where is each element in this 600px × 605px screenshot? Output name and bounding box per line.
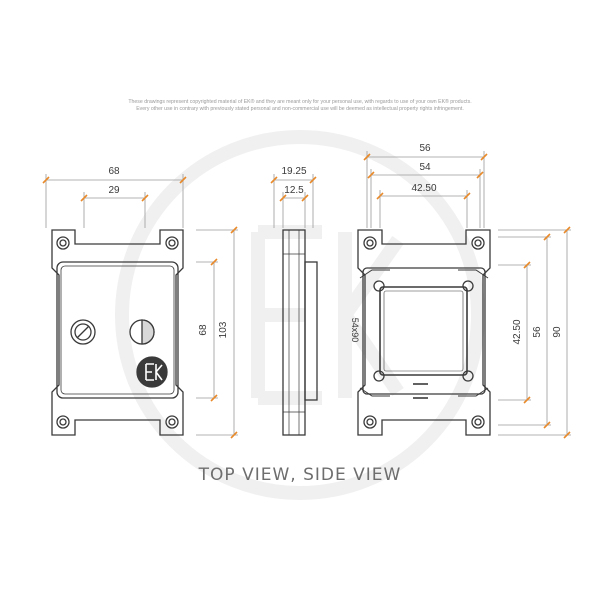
- bottom-view-mount-holes: [363, 236, 485, 429]
- dimension-ticks: [42, 153, 571, 439]
- top-view-mount-holes: [56, 236, 179, 429]
- copyright-line-2: Every other use in contrary with previou…: [136, 106, 464, 112]
- top-view: [51, 229, 184, 436]
- copyright-notice: These drawings represent copyrighted mat…: [60, 99, 540, 113]
- bottom-view-size-label: 54x90: [350, 318, 360, 343]
- dim-top-width-outer: 68: [108, 166, 120, 177]
- bottom-view: [357, 229, 491, 436]
- top-view-plate: [56, 261, 179, 399]
- dim-top-height-outer: 103: [218, 321, 229, 338]
- dim-bottom-height-mid: 56: [532, 326, 543, 338]
- dim-side-width-outer: 19.25: [281, 166, 306, 177]
- side-view: [282, 229, 318, 436]
- cold-plate: [379, 286, 468, 376]
- dimension-labels: 68 29 68 103 19.25 12.5 56 54 42.50 42.5…: [108, 143, 563, 345]
- dim-bottom-width-outer: 56: [419, 143, 431, 154]
- bottom-view-frame: [362, 267, 486, 395]
- ek-watermark-logo: [115, 130, 485, 500]
- inlet-port: [70, 319, 96, 345]
- dim-bottom-height-inner: 42.50: [512, 319, 523, 344]
- outlet-port: [129, 319, 155, 345]
- ek-badge-icon: [136, 356, 168, 388]
- dim-bottom-width-mid: 54: [419, 162, 431, 173]
- view-caption: TOP VIEW, SIDE VIEW: [198, 465, 402, 485]
- copyright-line-1: These drawings represent copyrighted mat…: [128, 99, 472, 105]
- dim-side-width-inner: 12.5: [284, 185, 304, 196]
- dim-bottom-height-outer: 90: [552, 326, 563, 338]
- dim-top-width-inner: 29: [108, 185, 120, 196]
- dim-top-height-inner: 68: [198, 324, 209, 336]
- cold-plate-screws: [373, 280, 474, 382]
- dim-bottom-width-inner: 42.50: [411, 183, 436, 194]
